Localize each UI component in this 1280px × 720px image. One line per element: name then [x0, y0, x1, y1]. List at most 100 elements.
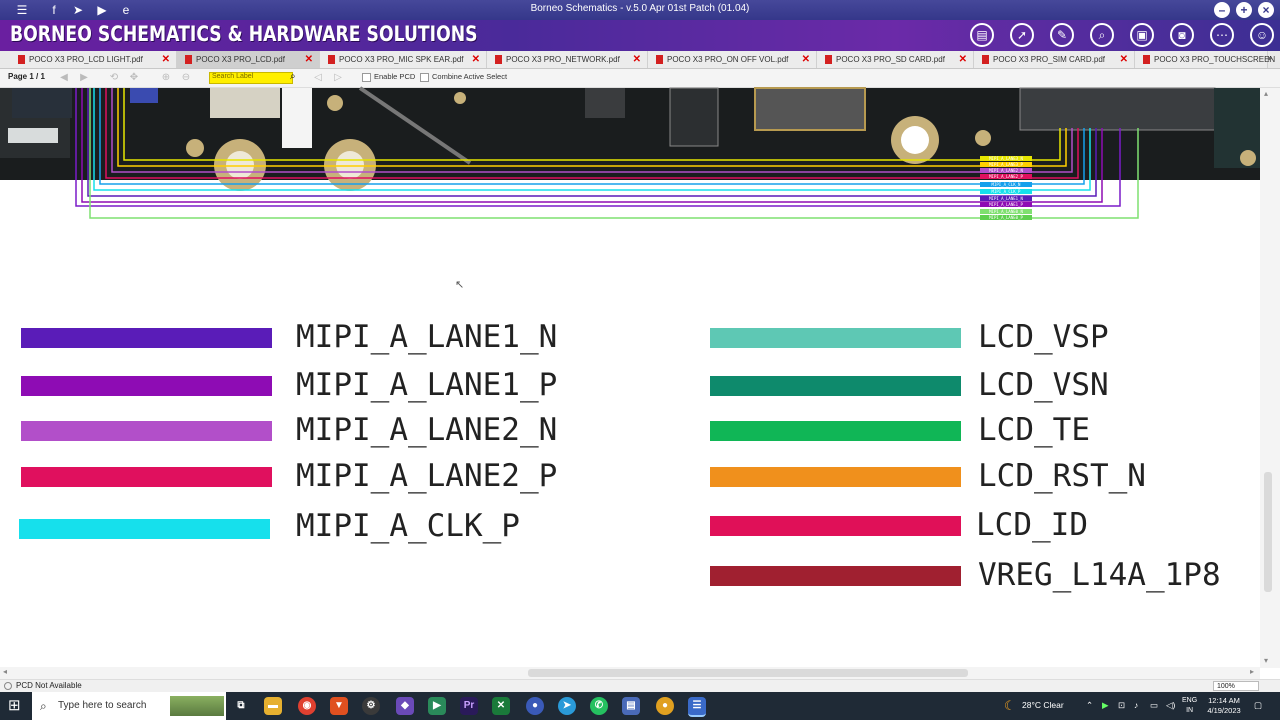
app-icon[interactable]: ● [656, 697, 674, 715]
image-tool-icon[interactable]: ◙ [1170, 23, 1194, 47]
facebook-icon[interactable]: f [52, 3, 56, 17]
tab-lcd[interactable]: POCO X3 PRO_LCD.pdf✕ [177, 51, 320, 68]
tray-app-icon[interactable]: ▶ [1102, 700, 1109, 710]
horizontal-scroll-thumb[interactable] [528, 669, 968, 677]
scroll-up-icon[interactable]: ▴ [1264, 89, 1269, 98]
app-icon[interactable]: ▤ [622, 697, 640, 715]
pcb-label: MIPI_A_LANE2_N [989, 168, 1023, 173]
tab-sim-card[interactable]: POCO X3 PRO_SIM CARD.pdf✕ [974, 51, 1135, 68]
app-icon[interactable]: ◆ [396, 697, 414, 715]
telegram-icon[interactable]: ➤ [558, 697, 576, 715]
legend-swatch [21, 467, 272, 487]
vertical-scroll-thumb[interactable] [1264, 472, 1272, 592]
tab-network[interactable]: POCO X3 PRO_NETWORK.pdf✕ [487, 51, 648, 68]
browser-icon[interactable]: e [122, 3, 130, 17]
file-explorer-icon[interactable]: ▬ [264, 697, 282, 715]
horizontal-scrollbar[interactable]: ◂ ▸ [0, 667, 1260, 679]
close-tab-icon[interactable]: ✕ [1119, 54, 1128, 65]
scroll-left-icon[interactable]: ◂ [3, 667, 8, 676]
zoom-in-icon[interactable]: ⊕ [161, 72, 171, 83]
back-icon[interactable]: ◀ [60, 72, 68, 83]
network-icon[interactable]: ▭ [1150, 700, 1159, 710]
zoom-search-icon[interactable]: ⌕ [1090, 23, 1114, 47]
account-icon[interactable]: ☺ [1250, 23, 1274, 47]
legend-swatch [710, 421, 961, 441]
whatsapp-icon[interactable]: ✆ [590, 697, 608, 715]
legend-label: LCD_TE [978, 412, 1090, 448]
status-bar: PCD Not Available 100% [0, 679, 1280, 693]
search-label-input[interactable]: Search Label [209, 72, 293, 84]
pointer-tool-icon[interactable]: ➚ [1010, 23, 1034, 47]
tab-touchscreen[interactable]: POCO X3 PRO_TOUCHSCREEN [1135, 51, 1275, 68]
telegram-icon[interactable]: ➤ [72, 3, 84, 17]
premiere-icon[interactable]: Pr [460, 697, 478, 715]
borneo-app-icon[interactable]: ☰ [688, 697, 706, 717]
app-icon[interactable]: ⚙ [362, 697, 380, 715]
viewer-toolbar: Page 1 / 1 ◀ ▶ ⟲ ✥ ⊕ ⊖ Search Label ⌕ ◁ … [0, 69, 1280, 88]
pcb-label: MIPI_A_LANE3_P [989, 162, 1023, 167]
brand-title: BORNEO SCHEMATICS & HARDWARE SOLUTIONS [10, 22, 478, 46]
mouse-cursor-icon: ↖ [455, 279, 465, 291]
schematic-viewport[interactable]: MIPI_A_LANE3_N MIPI_A_LANE3_P MIPI_A_LAN… [0, 86, 1262, 667]
tab-mic-spk-ear[interactable]: POCO X3 PRO_MIC SPK EAR.pdf✕ [320, 51, 487, 68]
forward-icon[interactable]: ▶ [80, 72, 88, 83]
tab-lcd-light[interactable]: POCO X3 PRO_LCD LIGHT.pdf✕ [10, 51, 177, 68]
tray-icon[interactable]: ⊡ [1118, 700, 1126, 710]
chrome-icon[interactable]: ◉ [298, 697, 316, 715]
close-button[interactable]: × [1258, 2, 1274, 18]
close-tab-icon[interactable]: ✕ [304, 54, 313, 65]
pdf-icon [185, 55, 192, 65]
windows-start-icon[interactable]: ⊞ [8, 697, 21, 714]
share-icon[interactable]: ⋯ [1210, 23, 1234, 47]
app-icon[interactable]: ✕ [492, 697, 510, 715]
magic-wand-icon[interactable]: ✎ [1050, 23, 1074, 47]
app-icon[interactable]: ▶ [428, 697, 446, 715]
pdf-icon [18, 55, 25, 65]
close-tab-icon[interactable]: ✕ [958, 54, 967, 65]
weather-text: 28°C Clear [1022, 700, 1064, 710]
pdf-icon [825, 55, 832, 65]
enable-pcd-checkbox[interactable]: Enable PCD [362, 72, 415, 82]
legend-label: LCD_RST_N [978, 458, 1146, 494]
page-indicator: Page 1 / 1 [8, 72, 45, 81]
scroll-right-icon[interactable]: ▸ [1250, 667, 1255, 676]
app-icon[interactable]: ● [526, 697, 544, 715]
close-tab-icon[interactable]: ✕ [471, 54, 480, 65]
mic-icon[interactable]: ♪ [1134, 700, 1139, 710]
close-tab-icon[interactable]: ✕ [632, 54, 641, 65]
vertical-scrollbar[interactable]: ▴ ▾ [1260, 88, 1280, 668]
close-tab-icon[interactable]: ✕ [161, 54, 170, 65]
move-icon[interactable]: ✥ [129, 72, 139, 83]
pdf-icon [328, 55, 335, 65]
zoom-select[interactable]: 100% [1213, 681, 1259, 691]
pcb-label: MIPI_A_LANE2_P [989, 174, 1023, 179]
tab-on-off-vol[interactable]: POCO X3 PRO_ON OFF VOL.pdf✕ [648, 51, 817, 68]
search-icon[interactable]: ⌕ [290, 71, 296, 82]
zoom-out-icon[interactable]: ⊖ [181, 72, 191, 83]
notification-icon[interactable]: ▢ [1254, 700, 1263, 710]
volume-icon[interactable]: ◁) [1166, 700, 1176, 710]
brave-icon[interactable]: ▼ [330, 697, 348, 715]
close-tab-icon[interactable]: ✕ [801, 54, 810, 65]
rotate-icon[interactable]: ⟲ [109, 72, 119, 83]
document-tool-icon[interactable]: ▤ [970, 23, 994, 47]
legend-label: MIPI_A_LANE2_P [296, 458, 558, 494]
window-tool-icon[interactable]: ▣ [1130, 23, 1154, 47]
youtube-icon[interactable]: ▶ [97, 3, 107, 17]
task-view-icon[interactable]: ⧉ [237, 700, 245, 711]
maximize-button[interactable]: + [1236, 2, 1252, 18]
scroll-down-icon[interactable]: ▾ [1264, 656, 1269, 665]
tray-up-icon[interactable]: ⌃ [1086, 700, 1094, 710]
legend-swatch [19, 519, 270, 539]
pcb-label: MIPI_A_CLK_P [992, 189, 1021, 194]
status-icon [4, 682, 12, 690]
pdf-icon [495, 55, 502, 65]
prev-result-icon[interactable]: ◁ [314, 72, 322, 83]
combine-active-select-checkbox[interactable]: Combine Active Select [420, 72, 507, 82]
minimize-button[interactable]: – [1214, 2, 1230, 18]
tab-sd-card[interactable]: POCO X3 PRO_SD CARD.pdf✕ [817, 51, 974, 68]
tab-scroll-right-icon[interactable]: ▸ [1268, 53, 1273, 63]
next-result-icon[interactable]: ▷ [334, 72, 342, 83]
